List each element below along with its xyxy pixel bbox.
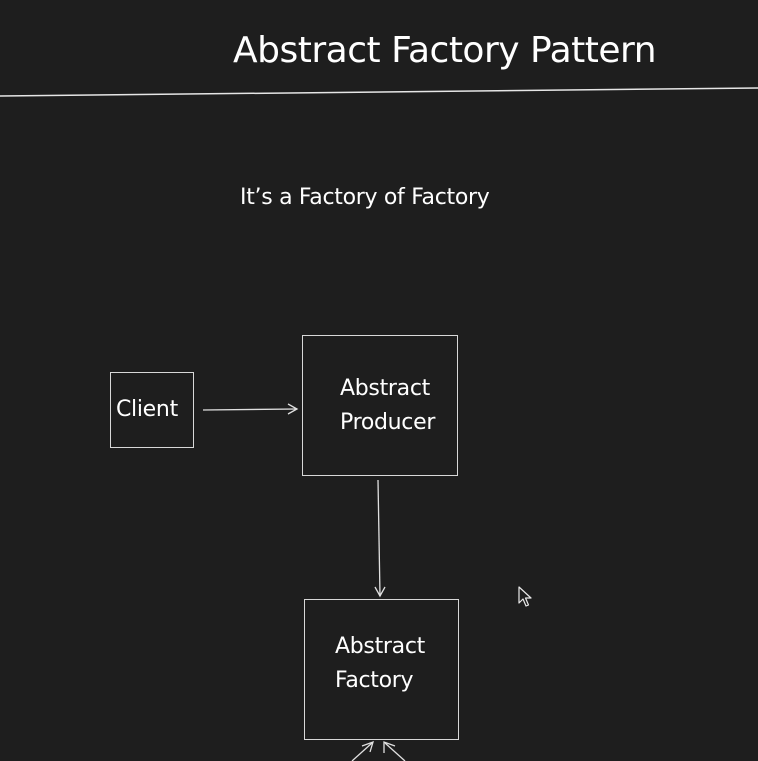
abstract-producer-label: Abstract Producer (340, 372, 435, 440)
arrow-heads-bottom (351, 740, 406, 761)
abstract-factory-label: Abstract Factory (335, 630, 425, 698)
client-box (110, 372, 194, 448)
abstract-factory-label-line2: Factory (335, 668, 414, 693)
abstract-factory-label-line1: Abstract (335, 634, 425, 659)
slide-title: Abstract Factory Pattern (233, 30, 657, 71)
abstract-factory-box (304, 599, 459, 740)
slide-subtitle: It’s a Factory of Factory (240, 185, 490, 210)
client-label: Client (116, 397, 178, 422)
abstract-producer-label-line1: Abstract (340, 376, 430, 401)
abstract-producer-box (302, 335, 458, 476)
arrow-producer-to-factory (374, 479, 386, 598)
abstract-producer-label-line2: Producer (340, 410, 436, 435)
arrow-client-to-producer (202, 403, 299, 415)
mouse-pointer-icon (518, 586, 532, 607)
